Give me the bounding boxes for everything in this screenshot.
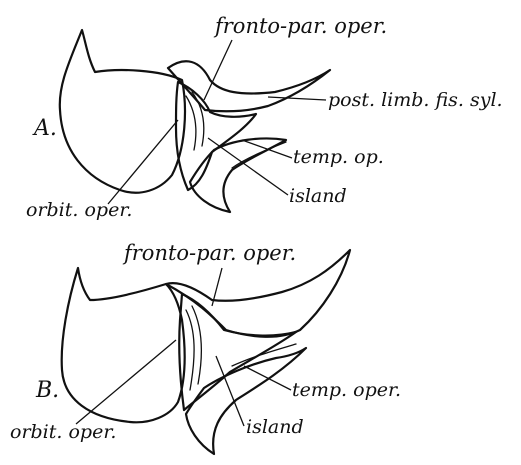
panel-a-label-fronto-parietal: fronto-par. oper.: [213, 14, 387, 38]
panel-a-letter: A.: [32, 116, 57, 141]
panel-a-temporal-lobe: [190, 138, 286, 212]
panel-b-letter: B.: [35, 378, 59, 403]
panel-a-lobe-detail-1: [186, 96, 196, 150]
panel-a-frontoparietal-ridge: [168, 61, 330, 111]
panel-a-label-orbital: orbit. oper.: [26, 199, 132, 221]
panel-b-island-region: [179, 294, 296, 410]
panel-b-label-orbital: orbit. oper.: [10, 421, 116, 443]
panel-b-label-fronto-parietal: fronto-par. oper.: [122, 241, 296, 265]
panel-b-label-temporal: temp. oper.: [292, 379, 401, 401]
panel-b-lobe-detail-1: [186, 310, 194, 390]
panel-b-orbital-lobe: [62, 268, 185, 422]
panel-b-leader-temporal: [244, 366, 291, 390]
panel-b-leader-orbital: [76, 340, 176, 424]
panel-b-temporal-lobe: [186, 348, 306, 454]
panel-a-label-temporal: temp. op.: [293, 146, 384, 168]
panel-b-label-island: island: [246, 416, 304, 438]
panel-a-label-post-limb: post. limb. fis. syl.: [328, 89, 503, 111]
panel-a-labels: A. fronto-par. oper. post. limb. fis. sy…: [26, 14, 503, 221]
panel-a-leader-post-limb: [268, 97, 326, 100]
panel-a-label-island: island: [289, 185, 347, 207]
panel-a-orbital-lobe: [60, 30, 185, 193]
